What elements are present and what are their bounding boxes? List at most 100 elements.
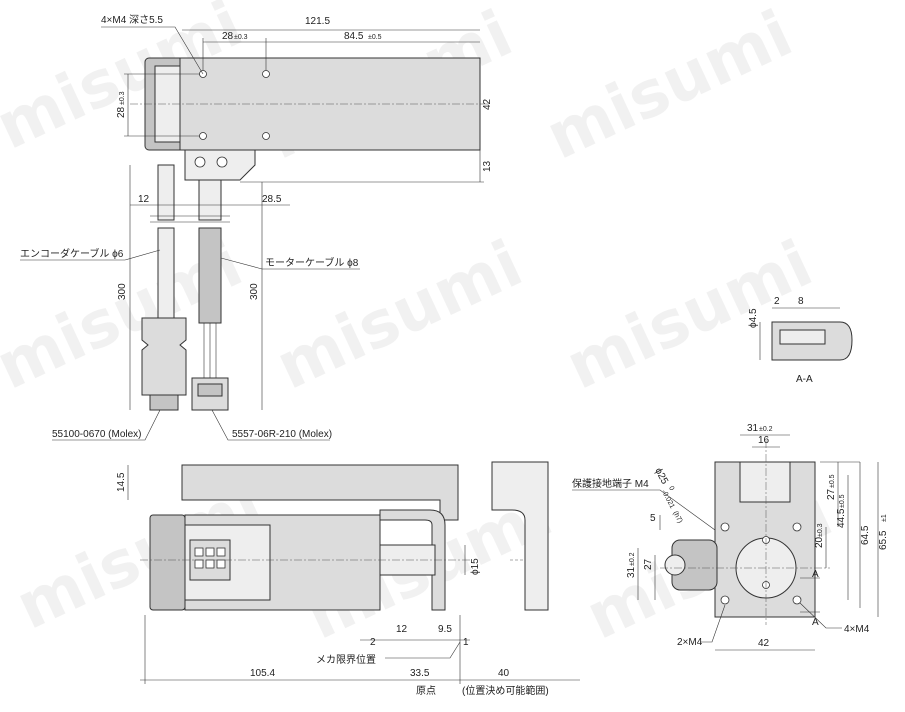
dim-end-64-5: 64.5 — [860, 525, 871, 545]
terminal-screw — [194, 156, 206, 168]
leader-line — [101, 26, 204, 75]
label-origin: 原点 — [416, 685, 436, 697]
dim-tol: ±0.5 — [368, 34, 382, 41]
label-ground-terminal: 保護接地端子 M4 — [572, 477, 649, 490]
dim-tol: ±0.5 — [829, 474, 836, 488]
dim-mounting-holes: 4×M4 深さ5.5 — [101, 14, 163, 26]
leader-line — [700, 604, 726, 643]
dim-1: 1 — [463, 637, 469, 648]
dim-12: 12 — [396, 624, 408, 635]
pin — [216, 547, 226, 557]
dim-tol: ±0.3 — [817, 523, 824, 537]
mount-hole — [262, 70, 270, 78]
section-bore — [779, 329, 826, 345]
pin — [194, 547, 204, 557]
leader-line — [799, 602, 842, 629]
label-motor-connector: 5557-06R-210 (Molex) — [232, 429, 332, 440]
side-end-cap — [149, 514, 186, 611]
dim-9-5: 9.5 — [438, 624, 452, 635]
leader-line — [385, 641, 461, 659]
label-end-4xm4: 4×M4 — [844, 624, 870, 635]
mount-hole — [262, 132, 270, 140]
end-hole — [720, 595, 730, 605]
leader-line — [52, 409, 161, 441]
leader-line — [20, 249, 161, 261]
dim-height: 42 — [482, 98, 493, 110]
dim-section-dia: ϕ4.5 — [748, 308, 759, 328]
side-view: 14.5 ϕ15 2 12 9.5 1 メカ限界位置 105.4 33.5 40… — [116, 461, 580, 697]
pin — [194, 559, 204, 569]
dim-tol: ±0.3 — [234, 34, 248, 41]
dim-tol: ±0.2 — [629, 552, 636, 566]
top-view: 4×M4 深さ5.5 121.5 28 ±0.3 84.5 ±0.5 28 ±0… — [20, 14, 493, 441]
pin — [205, 559, 215, 569]
label-motor-cable: モーターケーブル ϕ8 — [265, 256, 359, 269]
dim-tol: ±1 — [881, 514, 888, 522]
ground-terminal — [216, 156, 228, 168]
dim-section-a: 2 — [774, 296, 780, 307]
dim-end-65-5: 65.5 — [878, 530, 889, 550]
label-range: (位置決め可能範囲) — [462, 684, 549, 697]
dim-hole-span: 84.5 — [344, 31, 364, 42]
dim-hole-vertical: 28 — [116, 106, 127, 118]
dim-end-27-top: 27 — [826, 488, 837, 500]
dim-end-44-5: 44.5 — [836, 508, 847, 528]
dim-cable-spacing: 28.5 — [262, 194, 282, 205]
encoder-cable-upper — [157, 164, 175, 221]
leader-line — [211, 409, 330, 441]
watermark-text: misumi — [555, 227, 823, 404]
mount-hole — [199, 132, 207, 140]
label-end-2xm4: 2×M4 — [677, 637, 703, 648]
end-view: 31 ±0.2 16 ϕ25 0 -0.021 (h7) 保護接地端子 M4 2… — [572, 423, 889, 651]
pin — [205, 547, 215, 557]
dim-105-4: 105.4 — [250, 668, 275, 679]
dim-end-27-left: 27 — [643, 558, 654, 570]
end-hole — [792, 595, 802, 605]
watermark-text: misumi — [535, 0, 803, 175]
dim-end-31: 31 — [747, 423, 759, 434]
dim-hole-pitch: 28 — [222, 31, 234, 42]
dim-2: 2 — [370, 637, 376, 648]
dim-section-b: 8 — [798, 296, 804, 307]
dim-end-31-left: 31 — [626, 566, 637, 578]
section-aa: ϕ4.5 2 8 A-A — [748, 296, 853, 385]
motor-cable-upper — [198, 179, 222, 221]
dim-cable-length-left: 300 — [117, 283, 128, 300]
dim-cable-length-right: 300 — [249, 283, 260, 300]
dim-end-42: 42 — [758, 638, 770, 649]
dim-tol: ±0.3 — [119, 91, 126, 105]
label-section-a-top: A — [812, 569, 819, 580]
label-mech-limit: メカ限界位置 — [316, 653, 376, 666]
label-section-a-bottom: A — [812, 617, 819, 628]
dim-40: 40 — [498, 668, 510, 679]
dim-length-total: 121.5 — [305, 16, 330, 27]
dim-shaft-dia-side: ϕ15 — [470, 558, 481, 575]
pin — [216, 559, 226, 569]
leader-line — [572, 489, 716, 531]
dim-tol: ±0.2 — [759, 426, 773, 433]
end-hole — [720, 522, 730, 532]
side-slider-body — [491, 461, 549, 611]
watermark-text: misumi — [265, 227, 533, 404]
section-label: A-A — [796, 374, 813, 385]
dim-end-shaft: ϕ25 — [652, 466, 670, 486]
end-ground-knob — [664, 554, 686, 576]
dim-tol: 0 — [667, 485, 675, 492]
dim-top-side: 14.5 — [116, 472, 127, 492]
dim-end-20: 20 — [814, 536, 825, 548]
dim-fit: (h7) — [671, 510, 683, 524]
motor-connector-latch — [197, 383, 223, 397]
dim-cable-offset: 12 — [138, 194, 150, 205]
label-encoder-connector: 55100-0670 (Molex) — [52, 429, 142, 440]
dim-terminal-height: 13 — [482, 160, 493, 172]
encoder-connector-tip — [149, 394, 179, 411]
dim-end-16: 16 — [758, 435, 770, 446]
dim-33-5: 33.5 — [410, 668, 430, 679]
dim-tol: ±0.5 — [839, 494, 846, 508]
end-top-block — [739, 461, 791, 503]
dim-end-5: 5 — [650, 513, 656, 524]
encoder-connector — [141, 317, 187, 396]
encoder-cable-lower — [157, 227, 175, 319]
motor-cable-lower — [198, 227, 222, 324]
